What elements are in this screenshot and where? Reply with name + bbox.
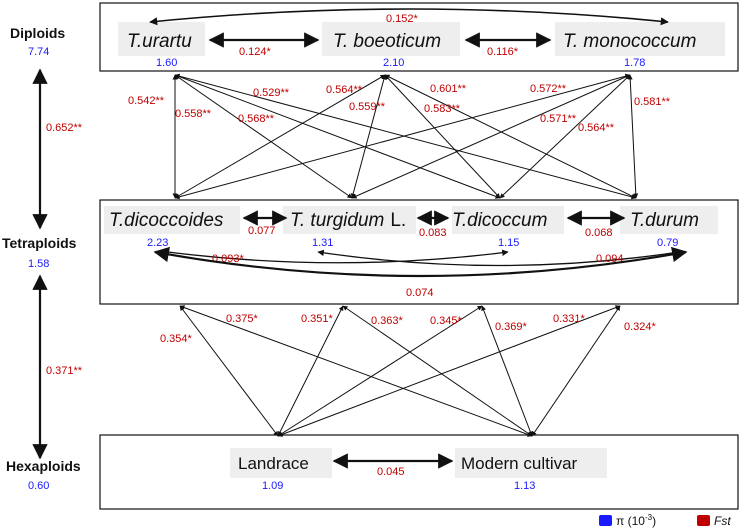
dip-tet-fst-6: 0.601** bbox=[430, 83, 467, 95]
tet-hex-fst-2: 0.351* bbox=[301, 313, 334, 325]
monococcum-pi: 1.78 bbox=[624, 57, 645, 69]
dicoccoides-bg bbox=[104, 206, 240, 234]
tet-hex-fst-6: 0.331* bbox=[553, 313, 586, 325]
durum-label: T.durum bbox=[630, 210, 699, 231]
tet-hex-fst: 0.371** bbox=[46, 365, 83, 377]
dicoccoides-turgidum-fst: 0.077 bbox=[248, 225, 276, 237]
dip-tet-fst-9: 0.571** bbox=[540, 113, 577, 125]
tet-hex-fst-7: 0.324* bbox=[624, 321, 657, 333]
dip-tet-fst-2: 0.529** bbox=[253, 87, 290, 99]
urartu-boeoticum-fst: 0.124* bbox=[239, 46, 272, 58]
tetraploids-box bbox=[99, 199, 739, 305]
urartu-monococcum-arrow bbox=[149, 8, 669, 26]
tet-hex-fst-4: 0.345* bbox=[430, 315, 463, 327]
dip-tet-fst-7: 0.583** bbox=[424, 103, 461, 115]
boeoticum-bg bbox=[322, 22, 460, 56]
urartu-bg bbox=[118, 22, 205, 56]
legend-fst-swatch bbox=[697, 515, 710, 526]
turgidum-bg bbox=[283, 206, 416, 234]
durum-bg bbox=[620, 206, 718, 234]
hexaploids-label: Hexaploids bbox=[6, 458, 81, 474]
dip-tet-fst: 0.652** bbox=[46, 122, 83, 134]
tet-hex-fst-1: 0.375* bbox=[226, 313, 259, 325]
hexaploids-box bbox=[99, 434, 739, 510]
dip-tet-fst-4: 0.564** bbox=[326, 84, 363, 96]
landrace-label: Landrace bbox=[238, 454, 309, 473]
landrace-pi: 1.09 bbox=[262, 480, 283, 492]
legend-pi-swatch bbox=[599, 515, 612, 526]
modern-cultivar-pi: 1.13 bbox=[514, 480, 535, 492]
durum-pi: 0.79 bbox=[657, 237, 678, 249]
tet-hex-fst-3: 0.363* bbox=[371, 315, 404, 327]
dicoccum-bg bbox=[452, 206, 564, 234]
dicoccoides-durum-arrow bbox=[153, 246, 688, 278]
turgidum-label: T. turgidum bbox=[290, 210, 384, 231]
tetraploids-label: Tetraploids bbox=[2, 235, 77, 251]
landrace-bg bbox=[230, 448, 332, 478]
dip-tet-fst-5: 0.559** bbox=[349, 101, 386, 113]
modern-cultivar-bg bbox=[455, 448, 607, 478]
tet-hex-arrows bbox=[179, 305, 621, 437]
boeoticum-pi: 2.10 bbox=[383, 57, 404, 69]
dip-tet-fst-11: 0.564** bbox=[578, 122, 615, 134]
dip-tet-fst-3: 0.568** bbox=[238, 113, 275, 125]
dicoccoides-pi: 2.23 bbox=[147, 237, 168, 249]
diploids-label: Diploids bbox=[10, 25, 65, 41]
legend: π (10-3) Fst bbox=[599, 513, 731, 528]
monococcum-bg bbox=[555, 22, 725, 56]
turgidum-pi: 1.31 bbox=[312, 237, 333, 249]
tet-hex-fst-0: 0.354* bbox=[160, 333, 193, 345]
urartu-pi: 1.60 bbox=[156, 57, 177, 69]
dip-tet-fst-1: 0.558** bbox=[175, 108, 212, 120]
turgidum-suffix: L. bbox=[390, 210, 406, 231]
turgidum-durum-arrow bbox=[317, 249, 680, 267]
boeoticum-monococcum-fst: 0.116* bbox=[487, 46, 519, 58]
modern-cultivar-label: Modern cultivar bbox=[461, 454, 578, 473]
urartu-monococcum-fst: 0.152* bbox=[386, 13, 419, 25]
turgidum-label-group: T. turgidum L. bbox=[290, 210, 406, 231]
tetraploids-pi: 1.58 bbox=[28, 258, 49, 270]
urartu-label: T.urartu bbox=[127, 31, 192, 52]
dicoccum-label: T.dicoccum bbox=[452, 210, 547, 231]
dicoccoides-durum-fst: 0.074 bbox=[406, 287, 434, 299]
boeoticum-label: T. boeoticum bbox=[333, 31, 441, 52]
legend-fst-label: Fst bbox=[714, 514, 731, 528]
hexaploids-pi: 0.60 bbox=[28, 480, 49, 492]
dicoccum-pi: 1.15 bbox=[498, 237, 519, 249]
diploids-pi: 7.74 bbox=[28, 46, 49, 58]
turgidum-dicoccum-fst: 0.083 bbox=[419, 227, 447, 239]
dip-tet-fst-10: 0.581** bbox=[634, 96, 671, 108]
dicoccum-durum-fst: 0.068 bbox=[585, 227, 613, 239]
legend-pi-label: π (10-3) bbox=[616, 513, 656, 528]
landrace-modern-fst: 0.045 bbox=[377, 466, 405, 478]
dicoccoides-label: T.dicoccoides bbox=[109, 210, 224, 231]
dip-tet-fst-8: 0.572** bbox=[530, 83, 567, 95]
monococcum-label: T. monococcum bbox=[563, 31, 696, 52]
diploids-box bbox=[99, 2, 739, 72]
tet-hex-fst-5: 0.369* bbox=[495, 321, 528, 333]
dip-tet-arrows bbox=[172, 73, 639, 200]
dip-tet-fst-0: 0.542** bbox=[128, 95, 165, 107]
